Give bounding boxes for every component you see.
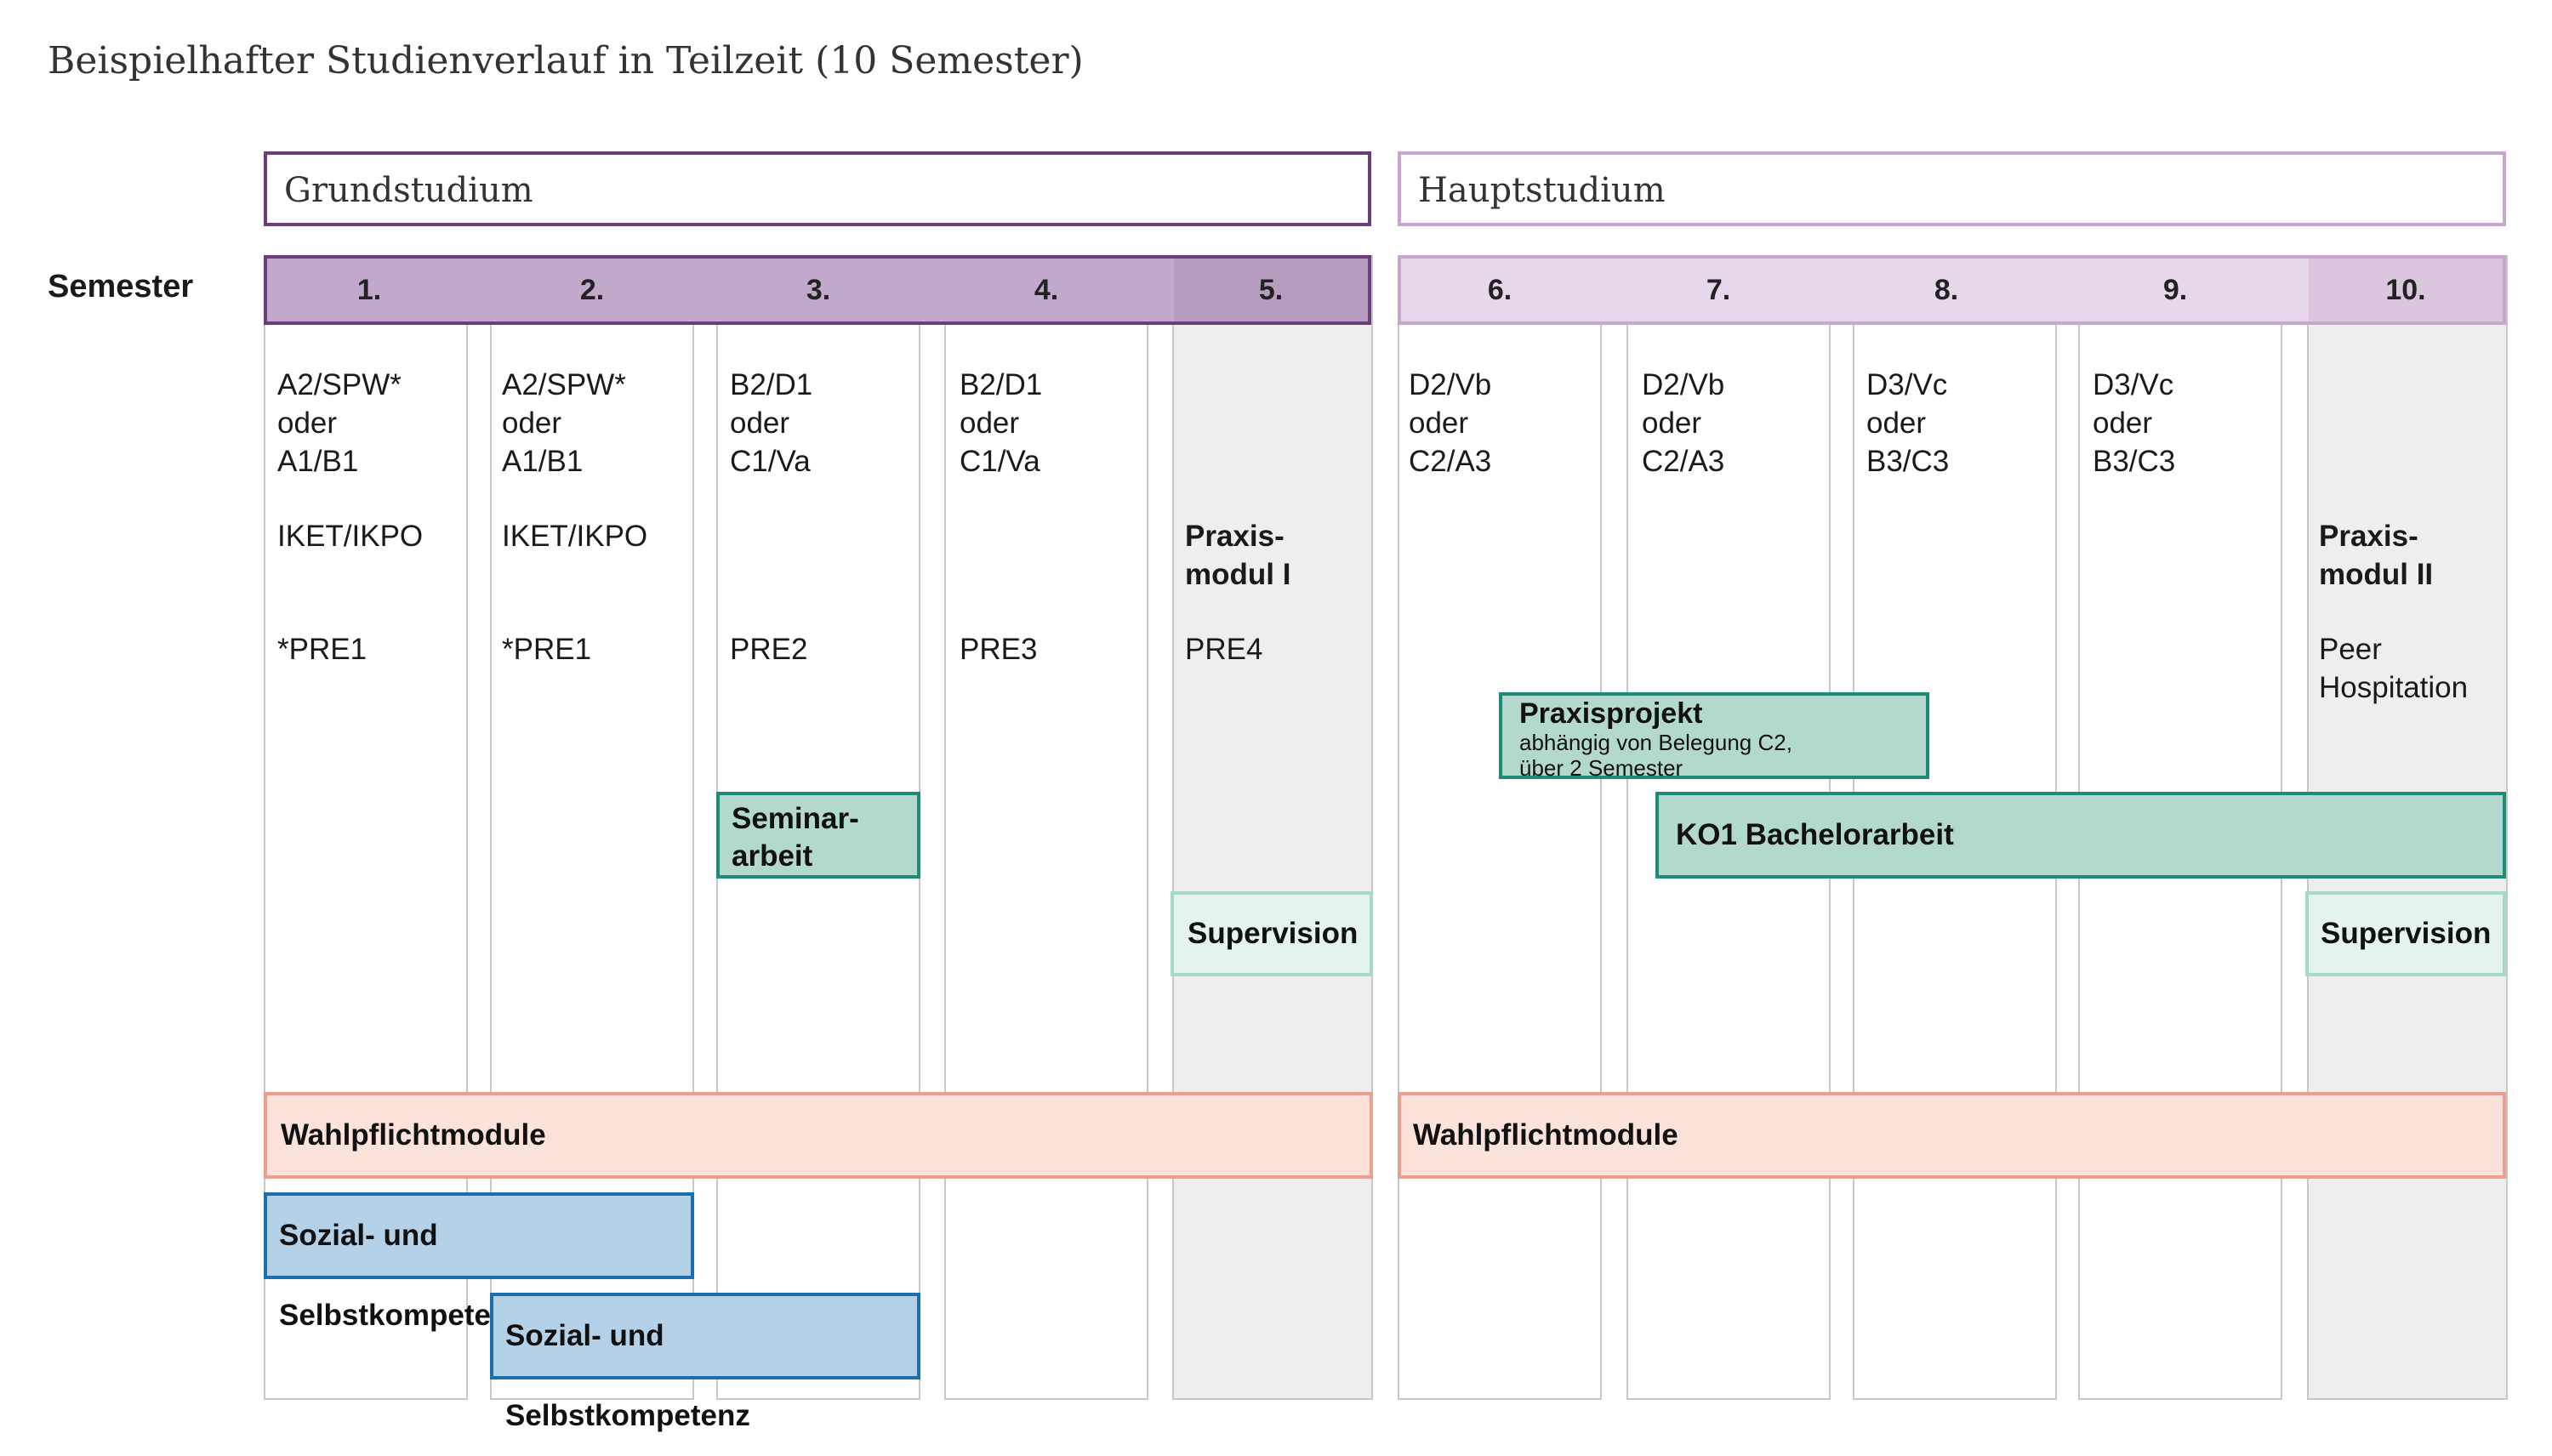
phase-grundstudium: Grundstudium xyxy=(264,151,1371,226)
semester-number-6: 6. xyxy=(1487,274,1512,306)
module-s1-language: A2/SPW* oder A1/B1 xyxy=(277,368,402,478)
module-s10-peer-hospitation: Peer Hospitation xyxy=(2319,633,2469,704)
module-s7-language: D2/Vb oder C2/A3 xyxy=(1642,368,1725,478)
semester-number-2: 2. xyxy=(579,274,605,306)
supervision-box-semester-10: Supervision xyxy=(2305,891,2506,976)
module-s6-language: D2/Vb oder C2/A3 xyxy=(1409,368,1492,478)
wahlpflichtmodule-box-haupt: Wahlpflichtmodule xyxy=(1398,1092,2506,1179)
page-title: Beispielhafter Studienverlauf in Teilzei… xyxy=(48,39,1084,82)
module-s2-iket: IKET/IKPO xyxy=(502,520,648,553)
module-s2-language: A2/SPW* oder A1/B1 xyxy=(502,368,626,478)
semester-label: Semester xyxy=(48,269,194,304)
semester-number-9: 9. xyxy=(2162,274,2188,306)
module-s3-language: B2/D1 oder C1/Va xyxy=(730,368,813,478)
bachelorarbeit-box: KO1 Bachelorarbeit xyxy=(1655,792,2506,879)
seminararbeit-box: Seminar- arbeit xyxy=(716,792,920,879)
praxisprojekt-note: abhängig von Belegung C2, über 2 Semeste… xyxy=(1519,730,1792,781)
praxisprojekt-title: Praxisprojekt xyxy=(1519,697,1703,730)
semester-number-1: 1. xyxy=(356,274,382,306)
wahlpflichtmodule-box-grund: Wahlpflichtmodule xyxy=(264,1092,1373,1179)
module-s10-praxismodul: Praxis- modul II xyxy=(2319,520,2434,591)
module-s5-pre: PRE4 xyxy=(1185,633,1263,666)
supervision-box-semester-5: Supervision xyxy=(1171,891,1373,976)
module-s8-language: D3/Vc oder B3/C3 xyxy=(1866,368,1950,478)
module-s4-pre: PRE3 xyxy=(960,633,1038,666)
module-s1-iket: IKET/IKPO xyxy=(277,520,424,553)
module-s1-pre: *PRE1 xyxy=(277,633,367,666)
semester-number-8: 8. xyxy=(1934,274,1959,306)
semester-number-4: 4. xyxy=(1034,274,1059,306)
module-s2-pre: *PRE1 xyxy=(502,633,592,666)
module-s4-language: B2/D1 oder C1/Va xyxy=(960,368,1043,478)
sozial-selbstkompetenz-box-2: Sozial- und Selbstkompetenz xyxy=(490,1293,920,1432)
semester-number-5: 5. xyxy=(1174,259,1368,321)
phase-hauptstudium: Hauptstudium xyxy=(1398,151,2506,226)
module-s9-language: D3/Vc oder B3/C3 xyxy=(2093,368,2176,478)
semester-column-5 xyxy=(1172,255,1373,1400)
module-s5-praxismodul: Praxis- modul I xyxy=(1185,520,1291,591)
semester-number-3: 3. xyxy=(806,274,831,306)
semester-number-10: 10. xyxy=(2309,259,2503,321)
module-s3-pre: PRE2 xyxy=(730,633,808,666)
semester-number-7: 7. xyxy=(1706,274,1731,306)
praxisprojekt-box: Praxisprojekt abhängig von Belegung C2, … xyxy=(1499,692,1929,781)
sozial-selbstkompetenz-box-1: Sozial- und Selbstkompetenz xyxy=(264,1192,694,1332)
